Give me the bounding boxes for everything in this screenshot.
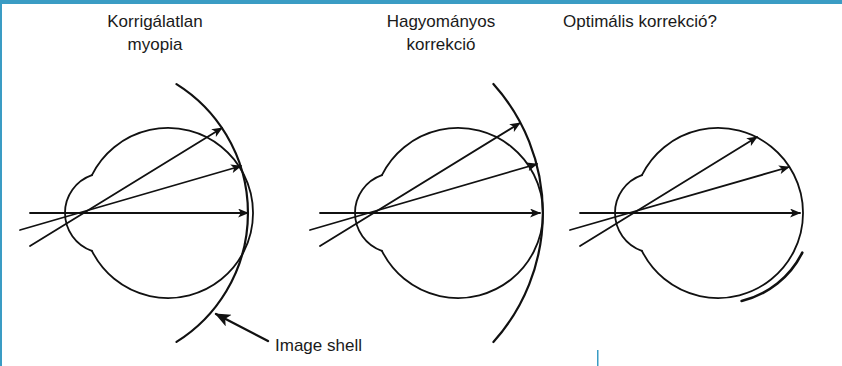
light-ray — [580, 137, 757, 246]
light-ray — [30, 212, 248, 214]
eye-uncorrected — [20, 84, 253, 342]
image-shell-curve — [177, 84, 248, 342]
eye-conventional — [310, 84, 543, 342]
panel-title: Hagyományos korrekció — [368, 10, 514, 56]
callout-label: Image shell — [275, 334, 415, 357]
light-ray — [580, 212, 800, 214]
light-ray — [310, 164, 537, 230]
leader-arrow — [216, 314, 268, 341]
top-bar — [0, 0, 842, 4]
light-ray — [320, 123, 520, 246]
panel-title: Korrigálatlan myopia — [82, 10, 228, 56]
light-ray — [20, 166, 241, 230]
light-ray — [30, 128, 222, 246]
left-rule — [0, 0, 2, 366]
light-ray — [320, 212, 540, 214]
bottom-rule — [597, 350, 599, 366]
image-shell-curve — [493, 84, 542, 342]
light-ray — [570, 167, 789, 230]
image-shell-curve — [742, 253, 803, 301]
panel-title: Optimális korrekció? — [540, 10, 740, 33]
eye-optimal — [570, 128, 803, 301]
